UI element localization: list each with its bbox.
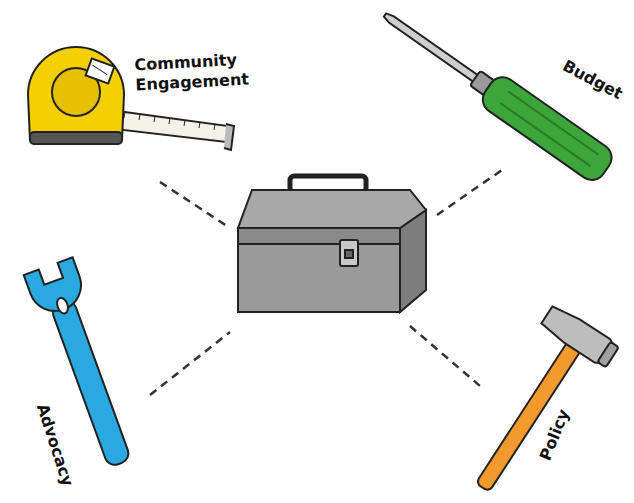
toolbox [238,176,426,312]
dashed-connector-lines [150,170,502,395]
tool-label: Advocacy [32,401,77,488]
tool-label: Community Engagement [134,49,266,96]
tool-label: Policy [536,406,575,463]
tool-label: Budget [559,56,626,104]
screwdriver [374,0,617,185]
hammer [449,303,620,503]
